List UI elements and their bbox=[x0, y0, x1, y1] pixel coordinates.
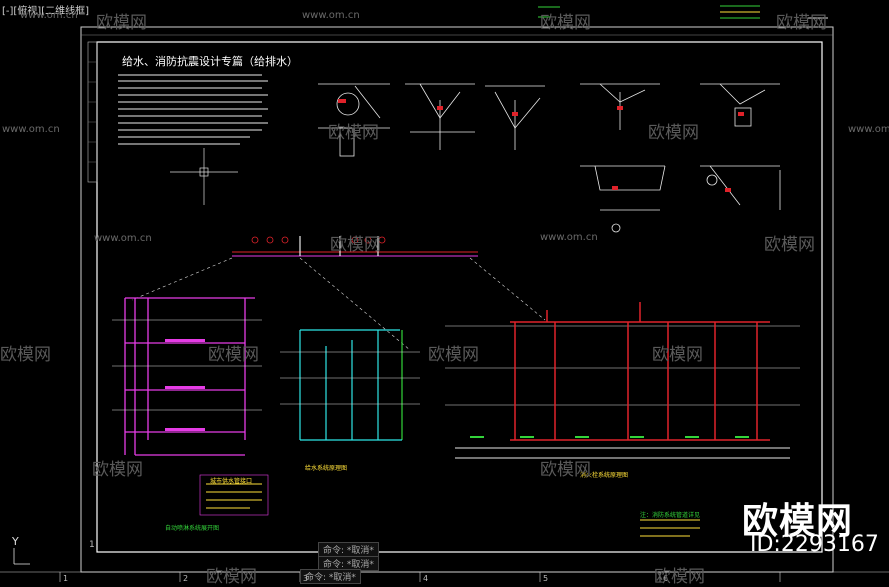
ruler-num-6: 6 bbox=[663, 574, 669, 583]
viewport-label[interactable]: [-][俯视][二维线框] bbox=[2, 6, 90, 17]
watermark-url: www.om.cn bbox=[848, 124, 889, 135]
watermark-brand: 欧模网 bbox=[776, 13, 827, 33]
watermark-brand: 欧模网 bbox=[206, 567, 257, 587]
hydrant-base-pipe bbox=[455, 447, 790, 459]
watermark-brand: 欧模网 bbox=[0, 345, 51, 365]
legend-box-left bbox=[199, 474, 269, 516]
watermark-url: www.om.cn bbox=[20, 10, 78, 21]
title-strip bbox=[87, 41, 98, 183]
ruler-num-5: 5 bbox=[543, 574, 549, 583]
watermark-brand: 欧模网 bbox=[92, 460, 143, 480]
watermark-brand: 欧模网 bbox=[648, 123, 699, 143]
support-detail-redmarks bbox=[338, 99, 744, 192]
ruler-num-4: 4 bbox=[423, 574, 429, 583]
diagram-title-left: 自动喷淋系统展开图 bbox=[165, 525, 220, 532]
sprinkler-system bbox=[124, 297, 255, 456]
watermark-brand: 欧模网 bbox=[208, 345, 259, 365]
leader-lines bbox=[131, 257, 546, 351]
page-number: 1 bbox=[89, 540, 95, 550]
legend-left-label: 城市供水管接口 bbox=[210, 478, 253, 485]
ucs-y-label: Y bbox=[12, 535, 19, 548]
watermark-url: www.om.cn bbox=[540, 232, 598, 243]
command-line-1[interactable]: 命令: *取消* bbox=[318, 542, 379, 557]
support-details bbox=[318, 83, 781, 233]
top-notes bbox=[538, 5, 828, 19]
legend-text-left bbox=[206, 483, 262, 509]
hydrant-base-labels bbox=[470, 436, 749, 438]
watermark-brand: 欧模网 bbox=[328, 123, 379, 143]
watermark-url: www.om.cn bbox=[2, 124, 60, 135]
drawing-frame-inner bbox=[96, 41, 823, 553]
watermark-brand: 欧模网 bbox=[764, 235, 815, 255]
watermark-url: www.om.cn bbox=[302, 10, 360, 21]
supply-system bbox=[299, 329, 403, 441]
watermark-brand: 欧模网 bbox=[652, 345, 703, 365]
spec-text-block bbox=[118, 74, 268, 145]
diagram-title-middle: 给水系统原理图 bbox=[305, 465, 348, 472]
watermark-id: ID:2293167 bbox=[750, 532, 879, 557]
ucs-icon bbox=[13, 548, 30, 565]
hydrant-floor-lines bbox=[445, 325, 800, 406]
sheet-title: 给水、消防抗震设计专篇（给排水） bbox=[122, 55, 298, 68]
ruler-num-3: 3 bbox=[303, 574, 309, 583]
diagram-title-right: 消火栓系统原理图 bbox=[580, 472, 629, 479]
sprinkler-floor-lines bbox=[112, 319, 262, 411]
watermark-logo: 欧模网 bbox=[742, 501, 854, 542]
supply-floor-lines bbox=[280, 351, 420, 405]
bottom-ruler bbox=[0, 571, 889, 582]
ruler-num-2: 2 bbox=[183, 574, 189, 583]
legend-right-label: 注：消防系统管道详见 bbox=[640, 512, 701, 519]
watermark-brand: 欧模网 bbox=[540, 460, 591, 480]
watermark-url: www.om.cn bbox=[94, 233, 152, 244]
ruler-num-1: 1 bbox=[63, 574, 69, 583]
watermark-brand: 欧模网 bbox=[654, 567, 705, 587]
watermark-brand: 欧模网 bbox=[540, 13, 591, 33]
central-header-pipes bbox=[232, 236, 478, 257]
watermark-brand: 欧模网 bbox=[428, 345, 479, 365]
legend-text-right bbox=[640, 519, 700, 537]
hydrant-system bbox=[510, 302, 770, 441]
sprinkler-heads bbox=[165, 339, 205, 431]
watermark-brand: 欧模网 bbox=[96, 13, 147, 33]
watermark-brand: 欧模网 bbox=[330, 235, 381, 255]
cursor-crosshair bbox=[170, 148, 238, 205]
valve-cluster bbox=[251, 236, 386, 244]
